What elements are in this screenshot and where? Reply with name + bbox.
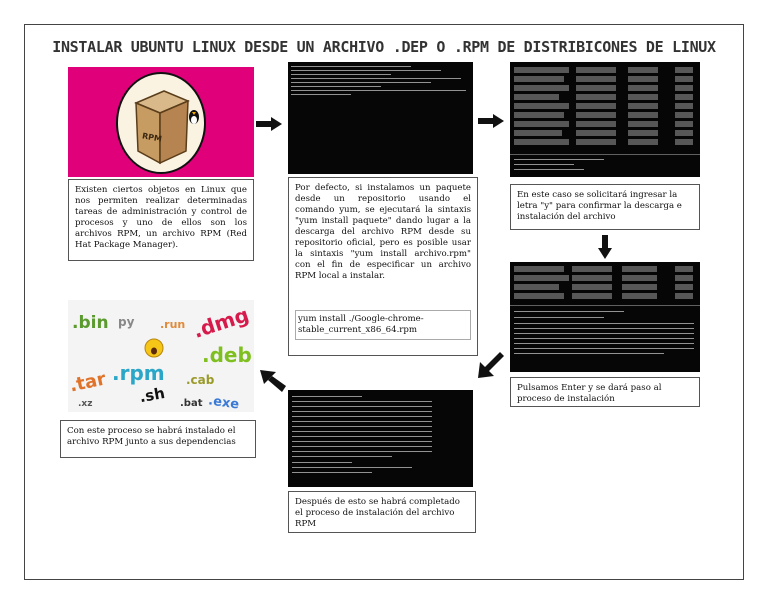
terminal-screenshot-completed	[288, 390, 473, 487]
file-extensions-image: .bin py .run .dmg .deb .tar .rpm .sh .ca…	[68, 300, 254, 412]
step-1-description: Existen ciertos objetos en Linux que nos…	[68, 179, 254, 261]
terminal-screenshot-yum-command	[288, 62, 473, 174]
svg-text:py: py	[118, 315, 135, 329]
arrow-down-left-icon	[478, 352, 504, 378]
arrow-right-icon	[256, 117, 282, 131]
svg-text:.dmg: .dmg	[190, 302, 252, 342]
yum-install-command: yum install ./Google-chrome-stable_curre…	[295, 310, 471, 340]
svg-text:.rpm: .rpm	[112, 361, 165, 385]
page-title: INSTALAR UBUNTU LINUX DESDE UN ARCHIVO .…	[52, 38, 716, 56]
rpm-box-label: RPM	[141, 131, 162, 143]
rpm-package-image: RPM	[68, 67, 254, 177]
diagram-frame	[24, 24, 744, 580]
arrow-right-icon	[478, 114, 504, 128]
rpm-box-icon: RPM	[116, 72, 206, 174]
extensions-collage: .bin py .run .dmg .deb .tar .rpm .sh .ca…	[68, 302, 252, 412]
svg-text:.deb: .deb	[202, 343, 252, 367]
step-5-description: Después de esto se habrá completado el p…	[288, 491, 476, 533]
svg-text:.sh: .sh	[138, 384, 166, 406]
svg-text:.tar: .tar	[68, 368, 108, 396]
svg-text:.xz: .xz	[78, 399, 92, 409]
svg-text:.bat: .bat	[180, 398, 203, 409]
step-6-description: Con este proceso se habrá instalado el a…	[60, 420, 256, 458]
terminal-screenshot-confirm-download	[510, 62, 700, 177]
svg-text:.cab: .cab	[186, 373, 215, 387]
step-3-description: En este caso se solicitará ingresar la l…	[510, 184, 700, 230]
step-2-description: Por defecto, si instalamos un paquete de…	[288, 177, 478, 356]
step-4-description: Pulsamos Enter y se dará paso al proceso…	[510, 377, 700, 407]
arrow-down-icon	[598, 235, 612, 259]
arrow-up-left-icon	[260, 370, 286, 392]
svg-text:.run: .run	[160, 318, 185, 331]
svg-text:.bin: .bin	[72, 313, 109, 333]
terminal-screenshot-installation	[510, 262, 700, 372]
svg-text:.exe: .exe	[207, 393, 240, 412]
